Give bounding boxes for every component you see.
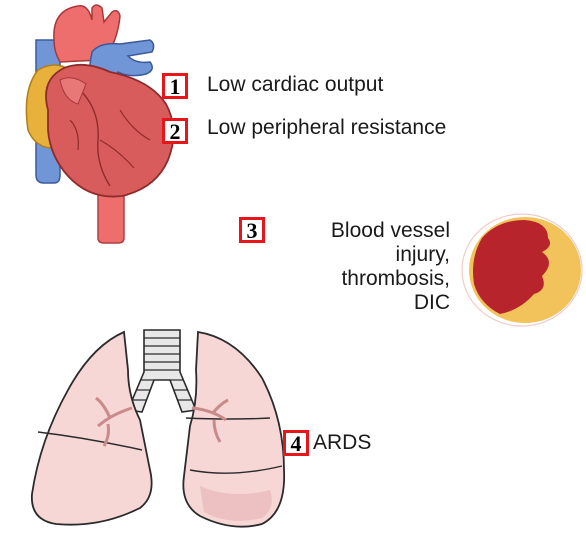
heart-illustration (26, 5, 173, 243)
label-vessel-injury-line-1: Blood vessel (270, 219, 450, 243)
label-vessel-injury-line-4: DIC (270, 291, 450, 315)
blood-vessel-cross-section-illustration (462, 214, 582, 326)
marker-2: 2 (162, 118, 188, 144)
marker-1: 1 (162, 73, 188, 99)
marker-3: 3 (239, 217, 265, 243)
label-vessel-injury-line-2: injury, (270, 243, 450, 267)
label-vessel-injury-line-3: thrombosis, (270, 267, 450, 291)
label-vessel-injury: Blood vessel injury, thrombosis, DIC (270, 219, 450, 315)
marker-4: 4 (283, 430, 309, 456)
lungs-illustration (32, 330, 284, 527)
label-ards: ARDS (313, 431, 371, 455)
label-low-peripheral-resistance: Low peripheral resistance (207, 116, 446, 140)
label-low-cardiac-output: Low cardiac output (207, 73, 383, 97)
